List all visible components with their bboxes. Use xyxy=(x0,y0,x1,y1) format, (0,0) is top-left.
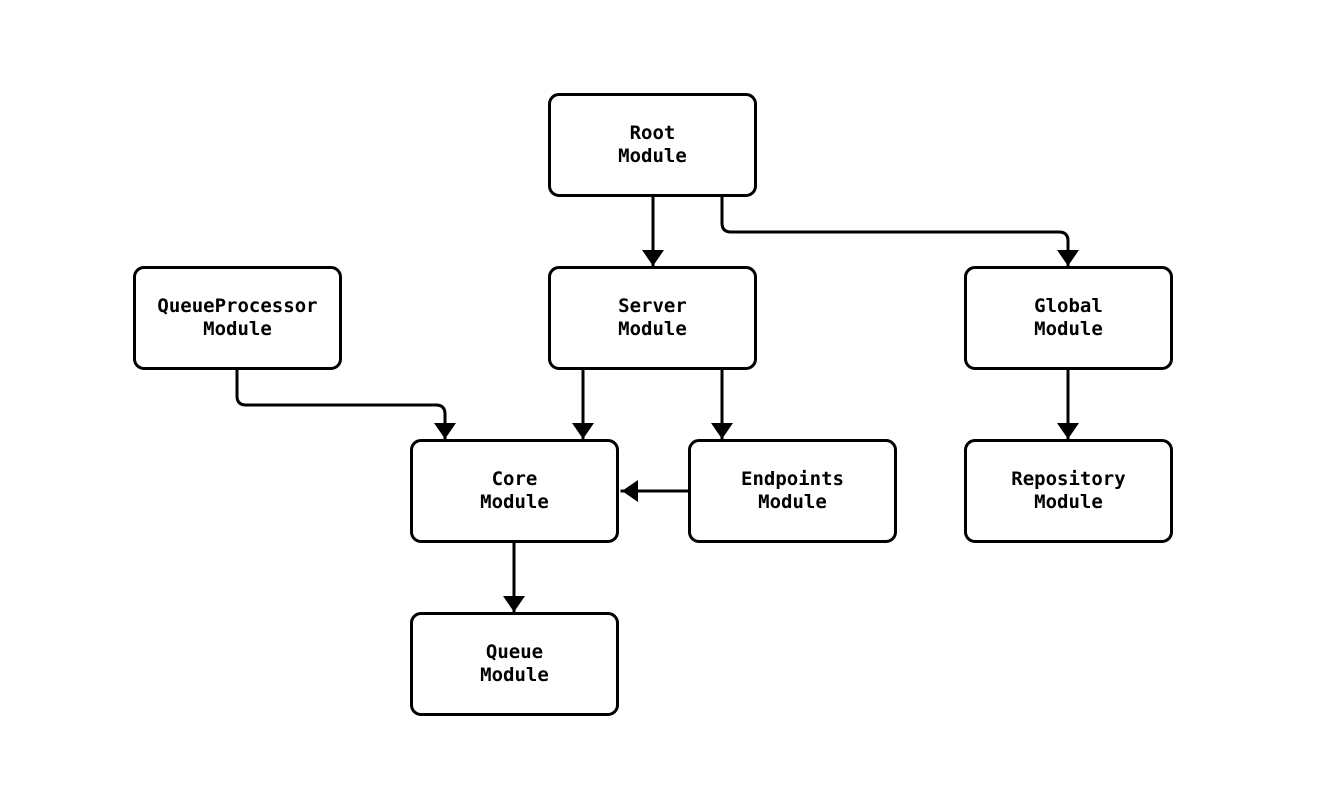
node-queueprocessor-module: QueueProcessor Module xyxy=(133,266,342,370)
node-repository-module: Repository Module xyxy=(964,439,1173,543)
node-core-module: Core Module xyxy=(410,439,619,543)
node-global-module: Global Module xyxy=(964,266,1173,370)
node-endpoints-module: Endpoints Module xyxy=(688,439,897,543)
node-queue-module-label: Queue Module xyxy=(480,641,549,686)
edge-queue_processor-to-core xyxy=(235,368,456,441)
node-endpoints-module-label: Endpoints Module xyxy=(741,468,844,513)
node-root-module: Root Module xyxy=(548,93,757,197)
node-queue-module: Queue Module xyxy=(410,612,619,716)
node-core-module-label: Core Module xyxy=(480,468,549,513)
node-server-module-label: Server Module xyxy=(618,295,687,340)
edge-group xyxy=(235,195,1079,614)
node-global-module-label: Global Module xyxy=(1034,295,1103,340)
node-queueprocessor-module-label: QueueProcessor Module xyxy=(157,295,318,340)
node-server-module: Server Module xyxy=(548,266,757,370)
node-repository-module-label: Repository Module xyxy=(1011,468,1126,513)
node-root-module-label: Root Module xyxy=(618,122,687,167)
edge-root-to-global xyxy=(720,195,1079,268)
